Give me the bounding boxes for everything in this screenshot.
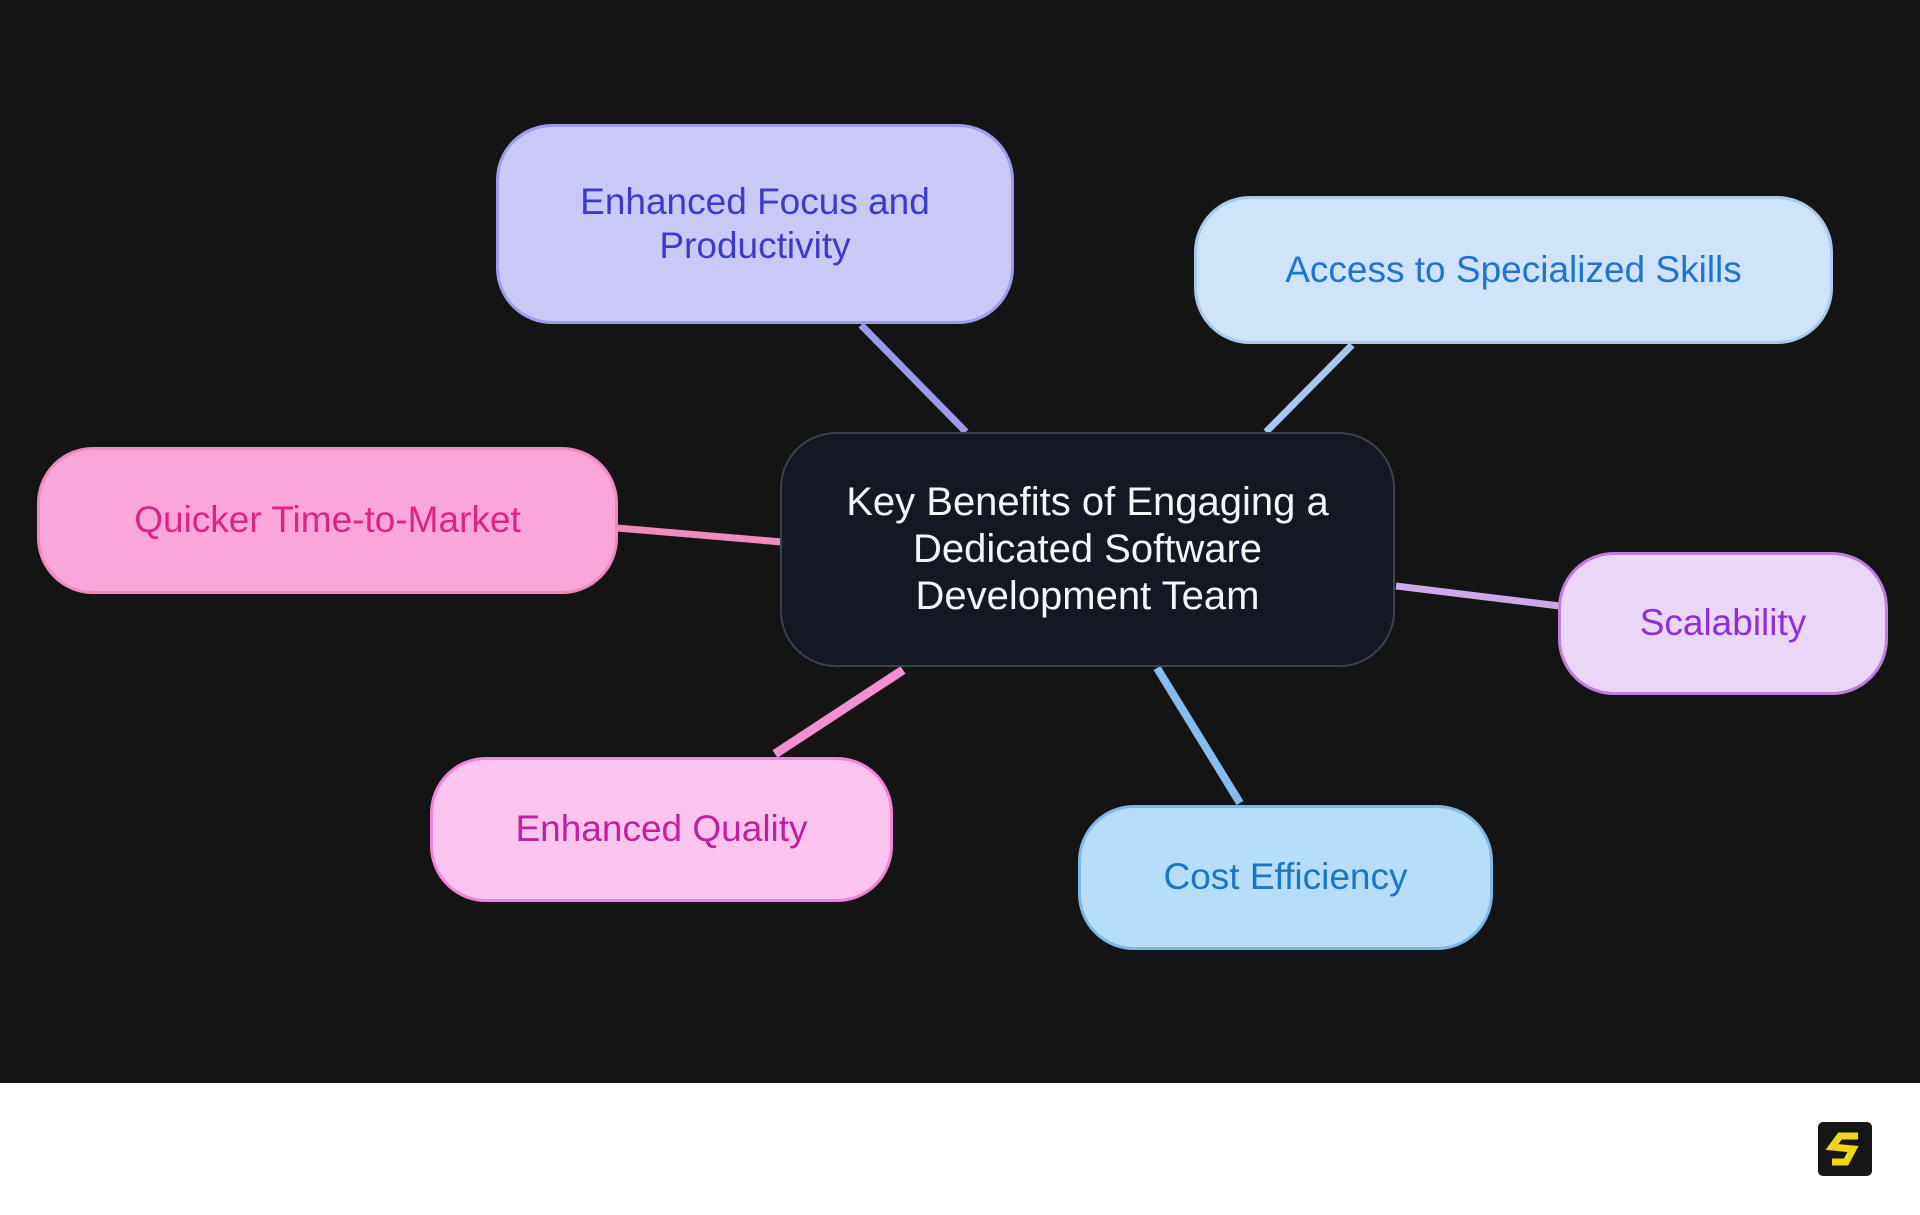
center-node-label: Key Benefits of Engaging a Dedicated Sof…: [846, 479, 1329, 619]
center-node: Key Benefits of Engaging a Dedicated Sof…: [780, 432, 1395, 667]
branch-node-label: Quicker Time-to-Market: [134, 499, 521, 541]
branch-node-label: Scalability: [1639, 602, 1807, 644]
branch-node-quicker-ttm: Quicker Time-to-Market: [37, 447, 618, 594]
branch-node-enhanced-focus: Enhanced Focus and Productivity: [496, 124, 1014, 324]
branch-node-label: Access to Specialized Skills: [1285, 248, 1742, 290]
branch-node-cost-efficiency: Cost Efficiency: [1078, 805, 1493, 950]
branch-node-label: Cost Efficiency: [1163, 856, 1408, 898]
s-monogram-icon: [1818, 1122, 1872, 1176]
branch-node-scalability: Scalability: [1558, 552, 1888, 695]
branch-node-label: Enhanced Quality: [515, 808, 808, 850]
branch-node-enhanced-quality: Enhanced Quality: [430, 757, 893, 902]
brand-logo: [1818, 1122, 1872, 1176]
branch-node-access-skills: Access to Specialized Skills: [1194, 196, 1833, 344]
branch-node-label: Enhanced Focus and Productivity: [580, 180, 930, 266]
